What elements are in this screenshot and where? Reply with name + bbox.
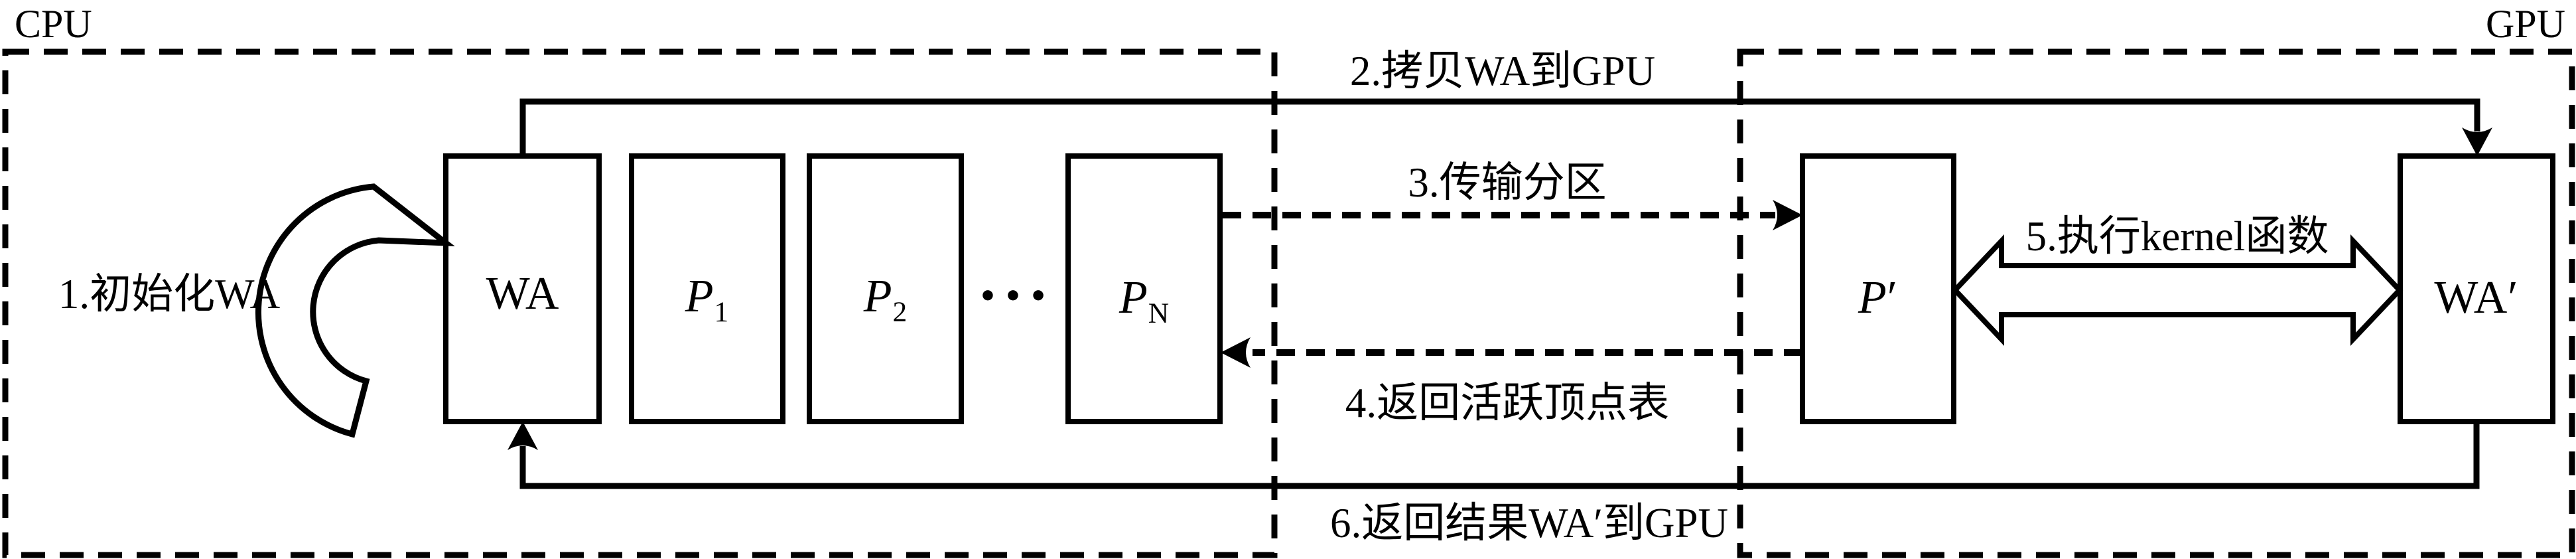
step1-label: 1.初始化WA <box>58 271 281 317</box>
wa-prime-box-label: WA′ <box>2434 272 2519 323</box>
pn-subscript: N <box>1148 297 1170 330</box>
p2-box-label: P2 <box>863 271 908 327</box>
p1-box <box>629 153 785 424</box>
ellipsis-dots: ••• <box>978 280 1055 313</box>
step6-label: 6.返回结果WA′到GPU <box>1329 500 1729 546</box>
p2-subscript: 2 <box>892 296 908 329</box>
p1-base: P <box>685 271 714 322</box>
p1-box-label: P1 <box>685 271 729 327</box>
return-active-list-arrowhead <box>1221 337 1251 368</box>
cpu-region-border <box>2 48 1278 558</box>
step3-label: 3.传输分区 <box>1408 159 1607 206</box>
pn-box-label: PN <box>1119 272 1170 328</box>
pn-box <box>1065 153 1223 424</box>
step5-label: 5.执行kernel函数 <box>2025 213 2329 260</box>
copy-wa-line <box>519 98 2480 155</box>
wa-box-label: WA <box>486 268 560 319</box>
p1-subscript: 1 <box>714 296 730 329</box>
step4-label: 4.返回活跃顶点表 <box>1345 380 1670 426</box>
p-prime-base: P <box>1858 272 1887 323</box>
p2-base: P <box>863 271 893 322</box>
gpu-region-border <box>1737 48 2575 558</box>
init-loop-arrow <box>255 183 455 438</box>
pn-base: P <box>1119 272 1148 323</box>
wa-prime-box <box>2398 153 2555 424</box>
kernel-exec-double-arrow <box>1951 234 2404 347</box>
p-prime-mark: ′ <box>1887 272 1899 323</box>
p2-box <box>807 153 964 424</box>
copy-wa-arrowhead <box>2462 127 2492 156</box>
p-prime-box-label: P′ <box>1858 275 1898 321</box>
wa-box <box>443 153 602 424</box>
step2-label: 2.拷贝WA到GPU <box>1349 48 1656 94</box>
gpu-region-label: GPU <box>2485 2 2565 46</box>
cpu-region-label: CPU <box>15 2 92 46</box>
return-result-line <box>519 423 2480 489</box>
transfer-partition-arrowhead <box>1773 200 1802 230</box>
return-result-arrowhead <box>508 422 538 450</box>
